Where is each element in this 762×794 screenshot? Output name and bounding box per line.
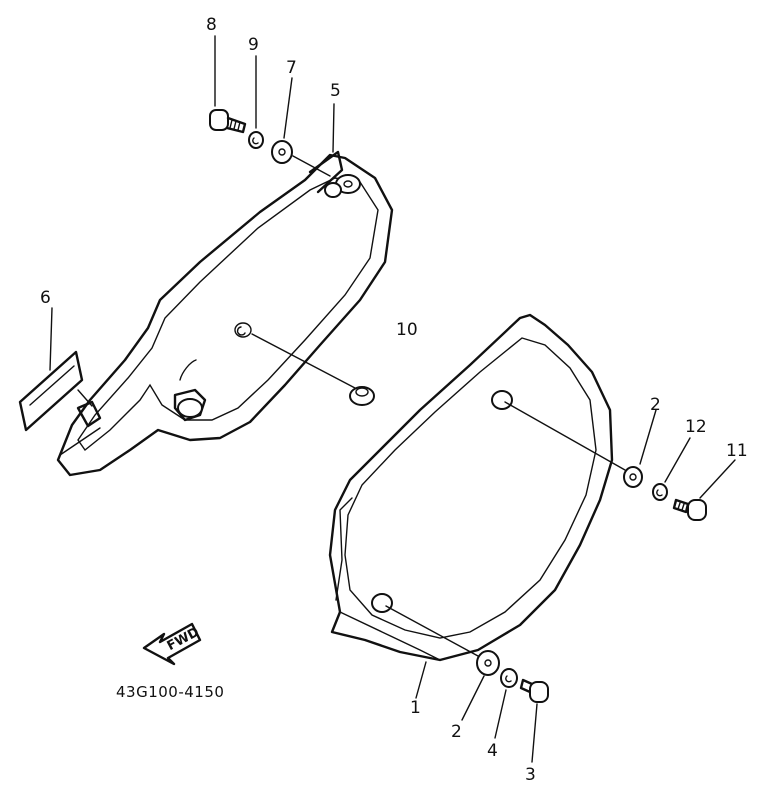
- callout-2-upper: 2: [650, 395, 661, 415]
- washer-part-2-lower: [476, 650, 500, 676]
- callout-1: 1: [410, 698, 421, 718]
- callout-3: 3: [525, 765, 536, 785]
- right-side-cover: [328, 313, 614, 662]
- callout-9: 9: [248, 35, 259, 55]
- callout-7: 7: [286, 58, 297, 78]
- lower-fixings: [385, 605, 549, 763]
- callout-8: 8: [206, 15, 217, 35]
- bolt-part-8: [209, 35, 247, 134]
- left-side-cover: [56, 150, 394, 477]
- washer-part-2-upper: [623, 466, 643, 488]
- callout-10: 10: [396, 320, 418, 340]
- callout-11: 11: [726, 441, 748, 461]
- callout-6: 6: [40, 288, 51, 308]
- forward-direction-arrow: FWD: [142, 622, 202, 666]
- lock-washer-part-4: [500, 668, 518, 688]
- emblem-part-6: [18, 307, 93, 432]
- washer-part-7: [271, 77, 331, 177]
- part-code: 43G100-4150: [116, 683, 224, 701]
- lock-washer-part-9: [248, 55, 264, 149]
- lock-washer-part-12: [652, 483, 668, 501]
- callout-5: 5: [330, 81, 341, 101]
- callout-12: 12: [685, 417, 707, 437]
- callout-2-lower: 2: [451, 722, 462, 742]
- screw-part-3: [529, 681, 549, 703]
- callout-4: 4: [487, 741, 498, 761]
- leader-5: [332, 103, 335, 153]
- upper-fixings: [504, 401, 736, 521]
- grommet-part-10: [234, 322, 375, 406]
